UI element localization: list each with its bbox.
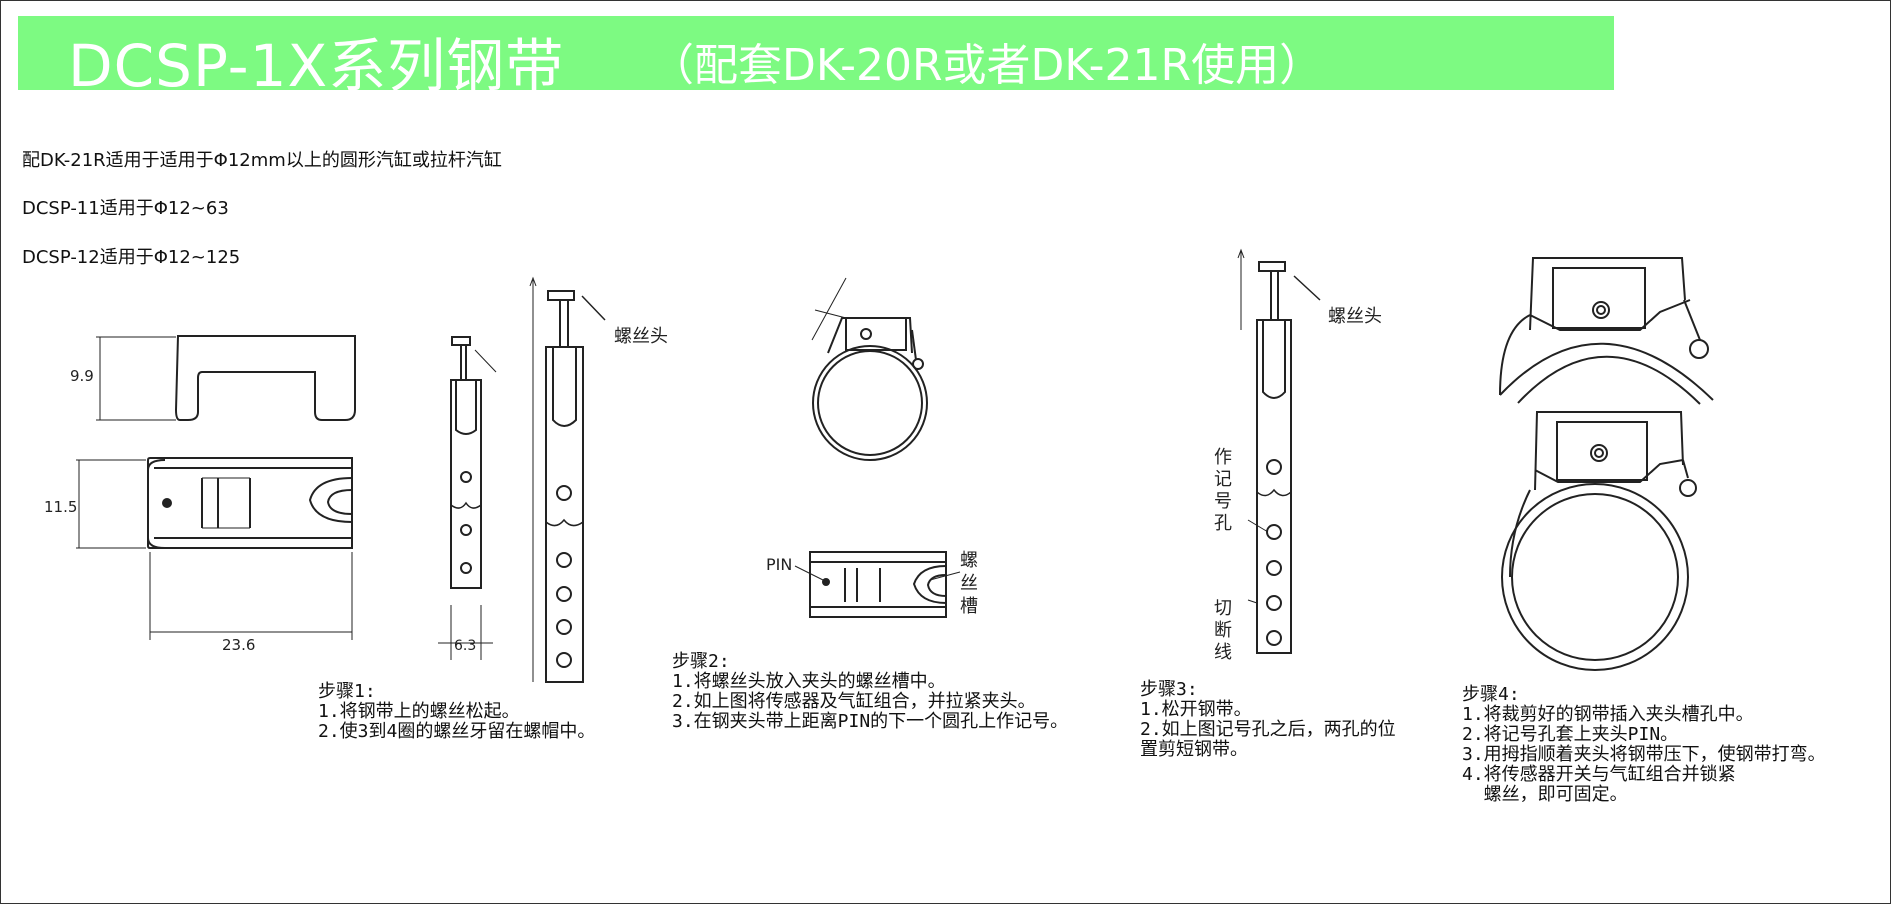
step-4-line-1: 1.将裁剪好的钢带插入夹头槽孔中。 — [1462, 704, 1754, 725]
step2-clamp-top: PIN 螺 丝 槽 — [766, 550, 978, 618]
step-4-line-4: 4.将传感器开关与气缸组合并锁紧 — [1462, 764, 1736, 785]
step-2: 步骤2: 1.将螺丝头放入夹头的螺丝槽中。 2.如上图将传感器及气缸组合，并拉紧… — [672, 652, 1068, 732]
step-4-line-3: 3.用拇指顺着夹头将钢带压下，使钢带打弯。 — [1462, 744, 1826, 765]
dim-9-9: 9.9 — [70, 367, 94, 385]
step1-long-strap — [529, 276, 606, 683]
step-4-line-5: 螺丝，即可固定。 — [1462, 784, 1628, 805]
cut-line-1: 切 — [1214, 598, 1232, 619]
screw-slot-1: 螺 — [960, 550, 978, 571]
step-2-line-1: 1.将螺丝头放入夹头的螺丝槽中。 — [672, 671, 946, 692]
screw-head-label-2: 螺丝头 — [1328, 306, 1382, 327]
screw-slot-3: 槽 — [960, 596, 978, 617]
step-1-title: 步骤1: — [318, 681, 376, 702]
dim-23-6: 23.6 — [222, 636, 255, 654]
page-title: DCSP-1X系列钢带 — [68, 32, 565, 100]
step-1: 步骤1: 1.将钢带上的螺丝松起。 2.使3到4圈的螺丝牙留在螺帽中。 — [318, 682, 595, 742]
pin-label: PIN — [766, 555, 792, 574]
screw-slot-2: 丝 — [960, 573, 978, 594]
step4-ring-upper — [1499, 257, 1714, 405]
mark-hole-4: 孔 — [1214, 513, 1232, 534]
step-2-title: 步骤2: — [672, 651, 730, 672]
step-3: 步骤3: 1.松开钢带。 2.如上图记号孔之后，两孔的位 置剪短钢带。 — [1140, 680, 1396, 760]
step-4-line-2: 2.将记号孔套上夹头PIN。 — [1462, 724, 1679, 745]
intro-line-2: DCSP-11适用于Φ12~63 — [22, 198, 229, 219]
step-3-line-3: 置剪短钢带。 — [1140, 739, 1248, 760]
dim-11-5: 11.5 — [44, 498, 77, 516]
step-1-line-2: 2.使3到4圈的螺丝牙留在螺帽中。 — [318, 721, 596, 742]
intro-line-1: 配DK-21R适用于适用于Φ12mm以上的圆形汽缸或拉杆汽缸 — [22, 150, 502, 171]
step-2-line-3: 3.在钢夹头带上距离PIN的下一个圆孔上作记号。 — [672, 711, 1069, 732]
step-3-line-1: 1.松开钢带。 — [1140, 699, 1252, 720]
cut-line-3: 线 — [1214, 642, 1232, 663]
step-3-title: 步骤3: — [1140, 679, 1198, 700]
step-3-line-2: 2.如上图记号孔之后，两孔的位 — [1140, 719, 1396, 740]
step-2-line-2: 2.如上图将传感器及气缸组合，并拉紧夹头。 — [672, 691, 1036, 712]
step2-ring — [811, 277, 928, 461]
step1-short-strap: 6.3 — [438, 336, 497, 660]
page-subtitle: （配套DK-20R或者DK-21R使用） — [650, 40, 1324, 91]
step-4: 步骤4: 1.将裁剪好的钢带插入夹头槽孔中。 2.将记号孔套上夹头PIN。 3.… — [1462, 685, 1826, 805]
step4-ring-lower — [1501, 411, 1697, 671]
mark-hole-2: 记 — [1214, 469, 1232, 490]
dim-6-3: 6.3 — [454, 638, 476, 654]
step-4-title: 步骤4: — [1462, 684, 1520, 705]
mark-hole-3: 号 — [1214, 491, 1232, 512]
step3-strap: 作 记 号 孔 切 断 线 — [1214, 248, 1321, 663]
mark-hole-1: 作 — [1214, 447, 1232, 468]
intro-line-3: DCSP-12适用于Φ12~125 — [22, 247, 241, 268]
clamp-top-view: 11.5 23.6 — [44, 457, 353, 654]
screw-head-label-1: 螺丝头 — [614, 326, 668, 347]
clamp-side-view: 9.9 — [70, 335, 356, 421]
title-banner: DCSP-1X系列钢带 （配套DK-20R或者DK-21R使用） — [18, 16, 1614, 96]
cut-line-2: 断 — [1214, 620, 1232, 641]
step-1-line-1: 1.将钢带上的螺丝松起。 — [318, 701, 520, 722]
